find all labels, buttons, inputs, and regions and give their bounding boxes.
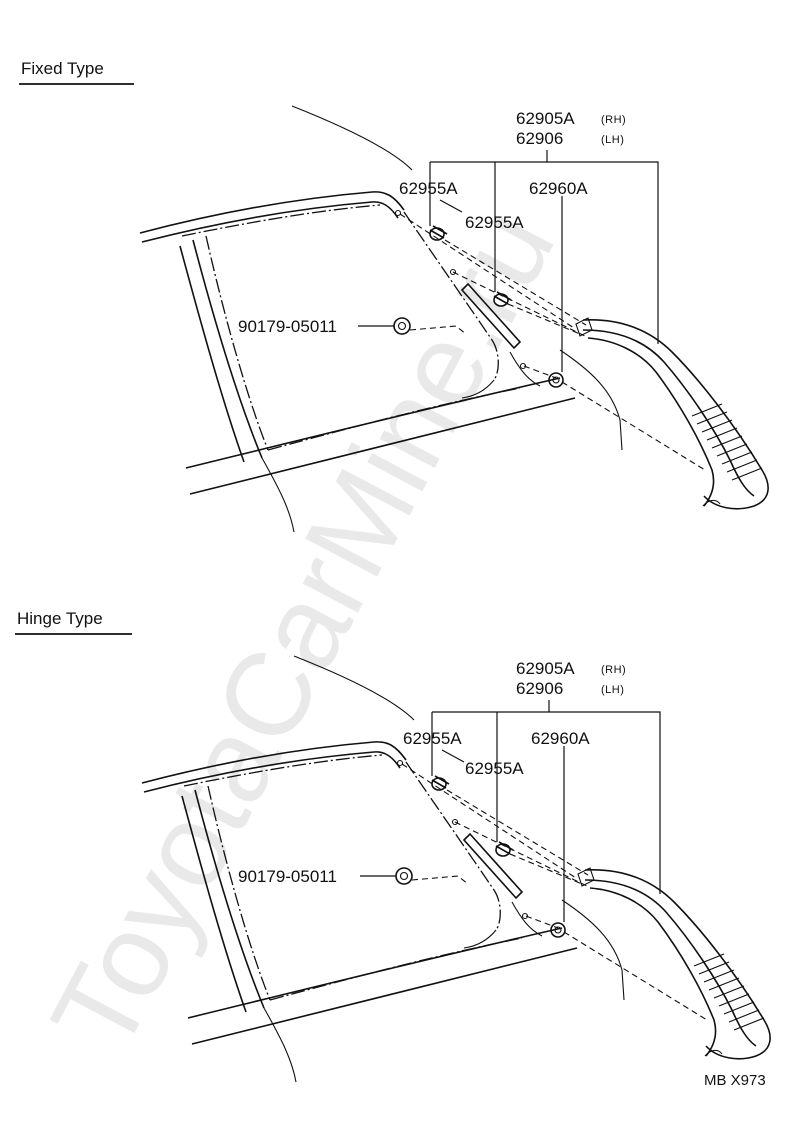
section-hinge-type: Hinge Type 62905A (RH) 62906 (LH) 62955A… (15, 609, 771, 1083)
part-spoiler-rh: 62905A (516, 659, 575, 678)
part-screw-nut: 90179-05011 (238, 317, 337, 336)
part-clip-b: 62955A (465, 759, 524, 778)
section-title: Hinge Type (17, 609, 103, 628)
part-clip-b: 62955A (465, 213, 524, 232)
reference-code: MB X973 (704, 1072, 766, 1089)
part-spoiler-lh: 62906 (516, 679, 563, 698)
part-clip-a: 62955A (399, 179, 458, 198)
part-nut: 62960A (531, 729, 590, 748)
side-rh-label: (RH) (601, 114, 626, 126)
section-title: Fixed Type (21, 59, 104, 78)
part-clip-a: 62955A (403, 729, 462, 748)
side-lh-label: (LH) (601, 684, 624, 696)
part-screw-nut: 90179-05011 (238, 867, 337, 886)
side-rh-label: (RH) (601, 664, 626, 676)
side-lh-label: (LH) (601, 134, 624, 146)
part-spoiler-lh: 62906 (516, 129, 563, 148)
part-spoiler-rh: 62905A (516, 109, 575, 128)
part-nut: 62960A (529, 179, 588, 198)
section-fixed-type: Fixed Type 62905A (RH) 62906 (LH) 62955A… (19, 59, 769, 533)
